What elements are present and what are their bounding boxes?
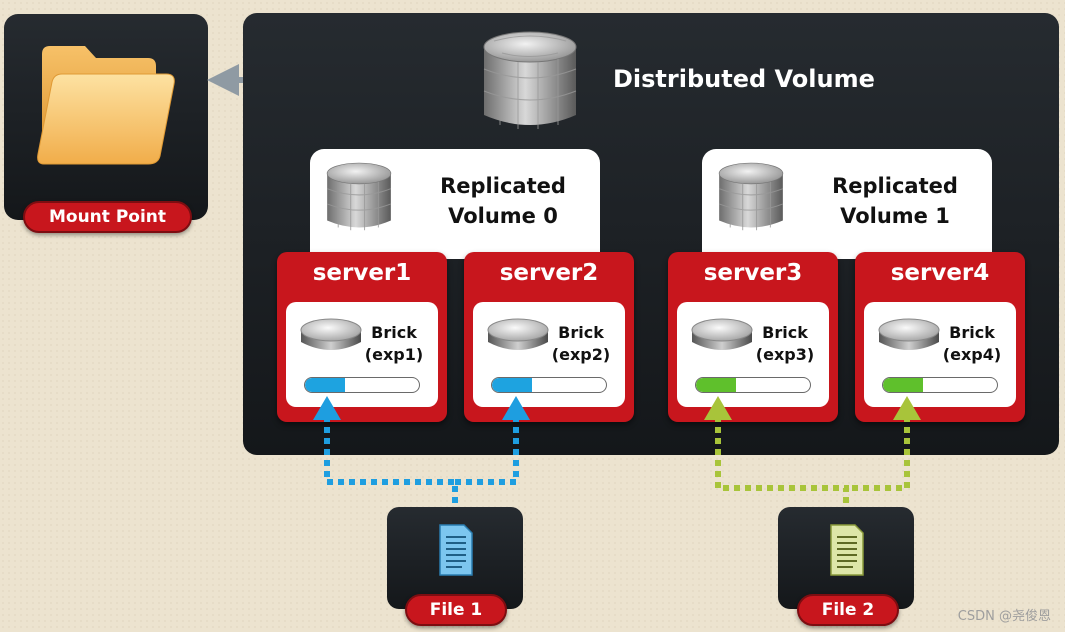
server-card: server2 Brick (exp2) (464, 252, 634, 422)
replicated-volume-title-line2: Volume 0 (448, 204, 558, 228)
disk-icon (300, 318, 362, 350)
capacity-bar (882, 377, 998, 393)
mount-point-label: Mount Point (23, 201, 192, 233)
mount-point-panel (4, 14, 208, 220)
capacity-bar (491, 377, 607, 393)
brick-label: Brick (exp1) (362, 322, 426, 366)
capacity-bar (695, 377, 811, 393)
database-icon (326, 162, 392, 231)
brick-export: (exp4) (942, 345, 1002, 364)
capacity-bar-fill (305, 378, 345, 392)
replicated-volume-title: Replicated Volume 1 (820, 171, 970, 231)
server-card: server1 Brick (exp1) (277, 252, 447, 422)
file-2-label: File 2 (797, 594, 899, 626)
server-card: server4 Brick (exp4) (855, 252, 1025, 422)
brick-export: (exp1) (364, 345, 424, 364)
disk-icon (691, 318, 753, 350)
server-name: server2 (499, 260, 599, 286)
server-name: server4 (890, 260, 990, 286)
capacity-bar-fill (883, 378, 923, 392)
brick-panel: Brick (exp2) (473, 302, 625, 407)
replicated-volume-title: Replicated Volume 0 (428, 171, 578, 231)
brick-panel: Brick (exp4) (864, 302, 1016, 407)
replicated-volume-0: Replicated Volume 0 (310, 149, 600, 259)
brick-panel: Brick (exp3) (677, 302, 829, 407)
replicated-volume-title-line1: Replicated (832, 174, 958, 198)
file-1-label: File 1 (405, 594, 507, 626)
brick-title: Brick (371, 323, 417, 342)
capacity-bar (304, 377, 420, 393)
database-icon (483, 31, 577, 129)
disk-icon (487, 318, 549, 350)
server-card: server3 Brick (exp3) (668, 252, 838, 422)
server-name: server1 (312, 260, 412, 286)
replicated-volume-1: Replicated Volume 1 (702, 149, 992, 259)
brick-label: Brick (exp4) (940, 322, 1004, 366)
file-1-box (387, 507, 523, 609)
capacity-bar-fill (492, 378, 532, 392)
replicated-volume-title-line2: Volume 1 (840, 204, 950, 228)
document-icon (439, 524, 473, 576)
document-icon (830, 524, 864, 576)
brick-title: Brick (762, 323, 808, 342)
replicated-volume-title-line1: Replicated (440, 174, 566, 198)
database-icon (718, 162, 784, 231)
brick-label: Brick (exp3) (753, 322, 817, 366)
brick-title: Brick (949, 323, 995, 342)
brick-title: Brick (558, 323, 604, 342)
server-name: server3 (703, 260, 803, 286)
capacity-bar-fill (696, 378, 736, 392)
disk-icon (878, 318, 940, 350)
distributed-volume-title: Distributed Volume (613, 65, 875, 93)
brick-export: (exp3) (755, 345, 815, 364)
brick-panel: Brick (exp1) (286, 302, 438, 407)
watermark: CSDN @尧俊恩 (957, 609, 1051, 624)
brick-export: (exp2) (551, 345, 611, 364)
brick-label: Brick (exp2) (549, 322, 613, 366)
distributed-volume-panel: Distributed Volume Replicated Volume 0 (243, 13, 1059, 455)
file-2-box (778, 507, 914, 609)
folder-icon (37, 46, 175, 165)
